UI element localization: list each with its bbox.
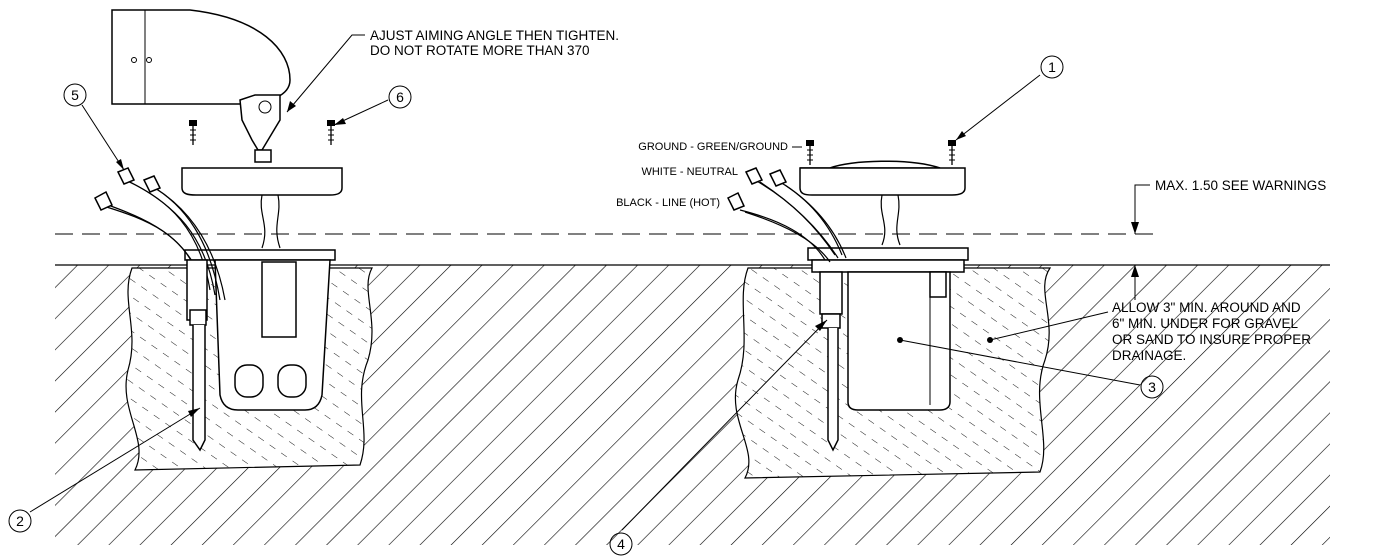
svg-text:3: 3: [1148, 379, 1156, 395]
svg-text:2: 2: [16, 513, 24, 529]
drainage-note-line3: OR SAND TO INSURE PROPER: [1112, 332, 1311, 347]
cover-cap: [800, 160, 941, 169]
aiming-note-line2: DO NOT ROTATE MORE THAN 370: [370, 43, 590, 58]
callout-6: 6: [388, 85, 412, 109]
cover-plate: [181, 167, 343, 196]
callout-3: 3: [1140, 375, 1164, 399]
callout-4: 4: [609, 532, 633, 556]
mounting-screw: [948, 140, 956, 165]
callout-5: 5: [63, 83, 87, 107]
svg-text:4: 4: [617, 536, 625, 552]
max-height-note: MAX. 1.50 SEE WARNINGS: [1155, 178, 1326, 193]
svg-text:6: 6: [396, 89, 404, 105]
callout-1: 1: [1040, 55, 1064, 79]
line-wire-label: BLACK - LINE (HOT): [616, 197, 720, 209]
neutral-wire-label: WHITE - NEUTRAL: [641, 166, 738, 178]
leader-lines: [29, 34, 1150, 531]
drainage-note-line2: 6" MIN. UNDER FOR GRAVEL: [1112, 316, 1299, 331]
aiming-note-line1: AJUST AIMING ANGLE THEN TIGHTEN.: [370, 28, 619, 43]
left-fixture: [94, 9, 343, 452]
drainage-note-line1: ALLOW 3" MIN. AROUND AND: [1112, 300, 1301, 315]
svg-text:5: 5: [71, 87, 79, 103]
ground-wire-label: GROUND - GREEN/GROUND: [638, 141, 788, 153]
mounting-screw: [327, 120, 335, 145]
callout-2: 2: [8, 509, 32, 533]
mounting-screw: [806, 140, 814, 165]
mounting-screw: [189, 120, 197, 145]
svg-text:1: 1: [1048, 59, 1056, 75]
drainage-note-line4: DRAINAGE.: [1112, 348, 1186, 363]
luminaire-head: [111, 9, 291, 105]
